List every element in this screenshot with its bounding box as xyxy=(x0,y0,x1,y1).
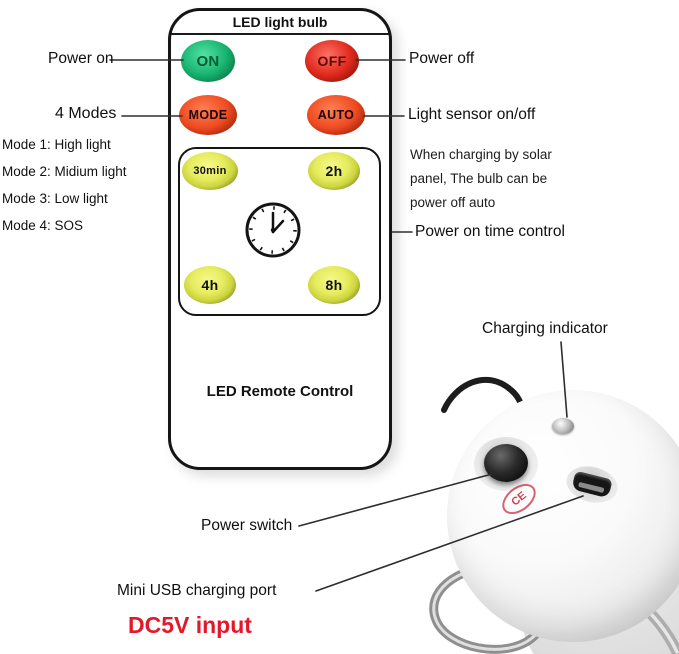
sensor-note-line-3: power off auto xyxy=(410,195,496,210)
label-charging-indicator: Charging indicator xyxy=(482,320,608,337)
clock-icon xyxy=(243,200,303,260)
usb-tongue xyxy=(578,481,605,493)
sensor-note-line-2: panel, The bulb can be xyxy=(410,171,548,186)
off-button: OFF xyxy=(305,40,359,82)
timer-panel: 30min 2h 4h 8h xyxy=(178,147,381,316)
label-light-sensor: Light sensor on/off xyxy=(408,106,536,123)
mode-list: Mode 1: High light Mode 2: Midium light … xyxy=(2,131,127,239)
wire-path xyxy=(441,376,524,413)
remote-title: LED light bulb xyxy=(171,14,389,35)
label-usb-port: Mini USB charging port xyxy=(117,582,277,599)
auto-button: AUTO xyxy=(307,95,365,135)
timer-2h-button: 2h xyxy=(308,152,360,190)
label-4-modes: 4 Modes xyxy=(55,105,117,122)
mode-button: MODE xyxy=(179,95,237,135)
charging-indicator-led xyxy=(552,418,574,434)
power-switch-button xyxy=(484,444,528,482)
label-power-on: Power on xyxy=(48,50,114,67)
on-button: ON xyxy=(181,40,235,82)
remote-footer-label: LED Remote Control xyxy=(206,383,354,400)
mode-item-3: Mode 3: Low light xyxy=(2,191,108,206)
remote-control: LED light bulb ON OFF MODE AUTO 30min 2h… xyxy=(168,8,392,470)
mode-item-2: Mode 2: Midium light xyxy=(2,164,127,179)
label-power-switch: Power switch xyxy=(201,517,293,534)
timer-8h-button: 8h xyxy=(308,266,360,304)
timer-30min-button: 30min xyxy=(182,152,238,190)
label-time-control: Power on time control xyxy=(415,223,565,240)
label-power-off: Power off xyxy=(409,50,475,67)
sensor-note: When charging by solar panel, The bulb c… xyxy=(410,143,552,215)
label-dc5v-input: DC5V input xyxy=(128,612,252,638)
mode-item-4: Mode 4: SOS xyxy=(2,218,84,233)
sensor-note-line-1: When charging by solar xyxy=(410,147,552,162)
mode-item-1: Mode 1: High light xyxy=(2,137,111,152)
timer-4h-button: 4h xyxy=(184,266,236,304)
